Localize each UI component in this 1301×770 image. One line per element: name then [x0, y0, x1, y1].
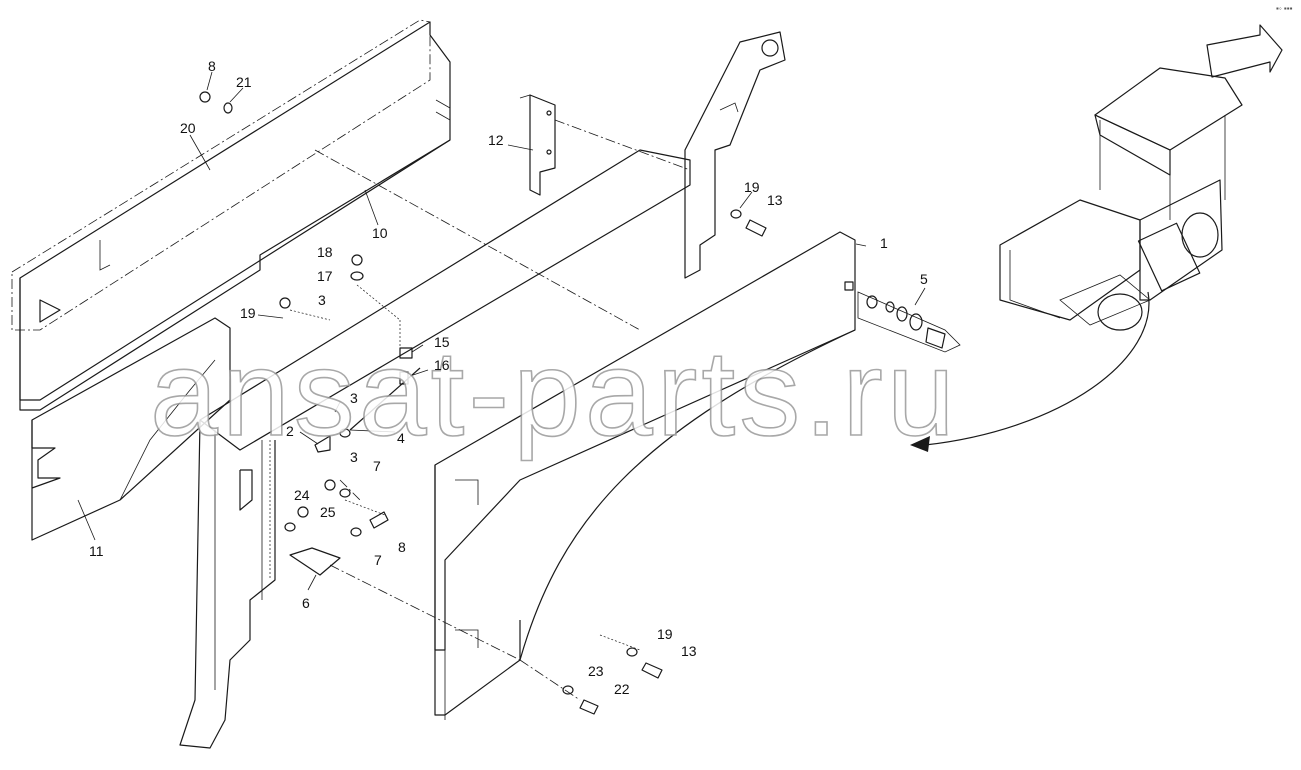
bracket-plate: [684, 31, 786, 279]
assembly-lines: [269, 119, 691, 701]
callout-8: 8: [208, 58, 216, 74]
frame-beam: [179, 149, 691, 749]
callout-18: 18: [317, 244, 333, 260]
callout-11: 11: [89, 543, 104, 559]
callout-4: 4: [397, 430, 405, 446]
callout-21: 21: [236, 74, 252, 90]
callout-24: 24: [294, 487, 310, 503]
callout-3: 3: [350, 449, 358, 465]
callout-19: 19: [240, 305, 256, 321]
callout-19: 19: [657, 626, 673, 642]
paver-machine-illustration: [910, 24, 1283, 452]
bracket-12: [519, 94, 556, 196]
panel-1: [434, 231, 856, 720]
callout-1: 1: [880, 235, 888, 251]
callout-3: 3: [318, 292, 326, 308]
callout-8: 8: [398, 539, 406, 555]
direction-arrow-icon: [1206, 24, 1283, 78]
callout-10: 10: [372, 225, 388, 241]
callout-15: 15: [434, 334, 450, 350]
callout-12: 12: [488, 132, 504, 148]
watermark-text: ansat-parts.ru: [150, 325, 959, 461]
callout-5: 5: [920, 271, 928, 287]
callout-13: 13: [681, 643, 697, 659]
callout-25: 25: [320, 504, 336, 520]
callout-3: 3: [350, 390, 358, 406]
callout-20: 20: [180, 120, 196, 136]
panel-11: [31, 317, 231, 541]
callout-6: 6: [302, 595, 310, 611]
callout-23: 23: [588, 663, 604, 679]
callout-17: 17: [317, 268, 333, 284]
pointer-arrow-icon: [910, 436, 930, 452]
callout-13: 13: [767, 192, 783, 208]
callout-7: 7: [374, 552, 382, 568]
callout-22: 22: [614, 681, 630, 697]
callout-2: 2: [286, 423, 294, 439]
callout-7: 7: [373, 458, 381, 474]
leader-lines: [77, 71, 926, 591]
callout-19: 19: [744, 179, 760, 195]
callout-16: 16: [434, 357, 450, 373]
corner-marker: ▪◦ ▪▪▪: [1276, 4, 1293, 13]
hardware: [199, 91, 961, 715]
callout-labels: 8 21 20 10 12 19 13 1 18 17 5 19 3 15 16…: [89, 58, 928, 697]
panel-10: [11, 19, 451, 411]
